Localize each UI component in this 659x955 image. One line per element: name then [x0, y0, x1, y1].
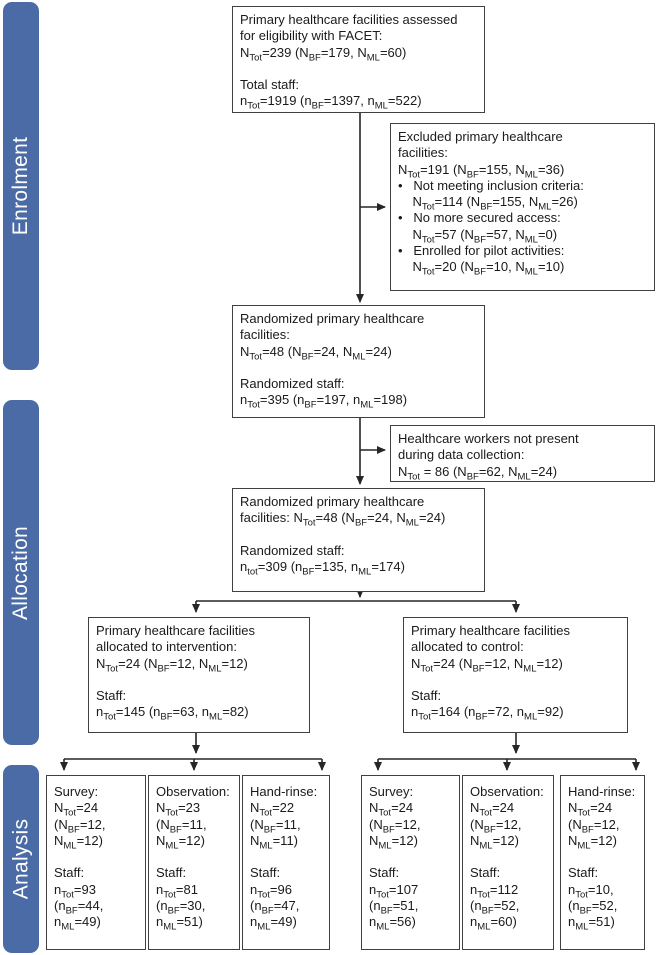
stage-label-allocation: Allocation: [9, 525, 32, 620]
stage-label-analysis: Analysis: [9, 818, 33, 900]
stage-bar-allocation: Allocation: [3, 400, 39, 745]
box-intervention-survey: Survey:NTot=24(NBF=12,NML=12) Staff:nTot…: [46, 775, 146, 950]
box-control-observation: Observation:NTot=24(NBF=12,NML=12) Staff…: [462, 775, 554, 950]
box-intervention-observation: Observation:NTot=23(NBF=11,NML=12) Staff…: [148, 775, 240, 950]
stage-bar-analysis: Analysis: [3, 765, 39, 953]
box-intervention-handrinse: Hand-rinse:NTot=22(NBF=11,NML=11) Staff:…: [242, 775, 330, 950]
box-control-handrinse: Hand-rinse:NTot=24(NBF=12,NML=12) Staff:…: [560, 775, 645, 950]
stage-bar-enrolment: Enrolment: [3, 2, 39, 370]
stage-label-enrolment: Enrolment: [9, 136, 33, 236]
box-control-survey: Survey:NTot=24(NBF=12,NML=12) Staff:nTot…: [361, 775, 460, 950]
